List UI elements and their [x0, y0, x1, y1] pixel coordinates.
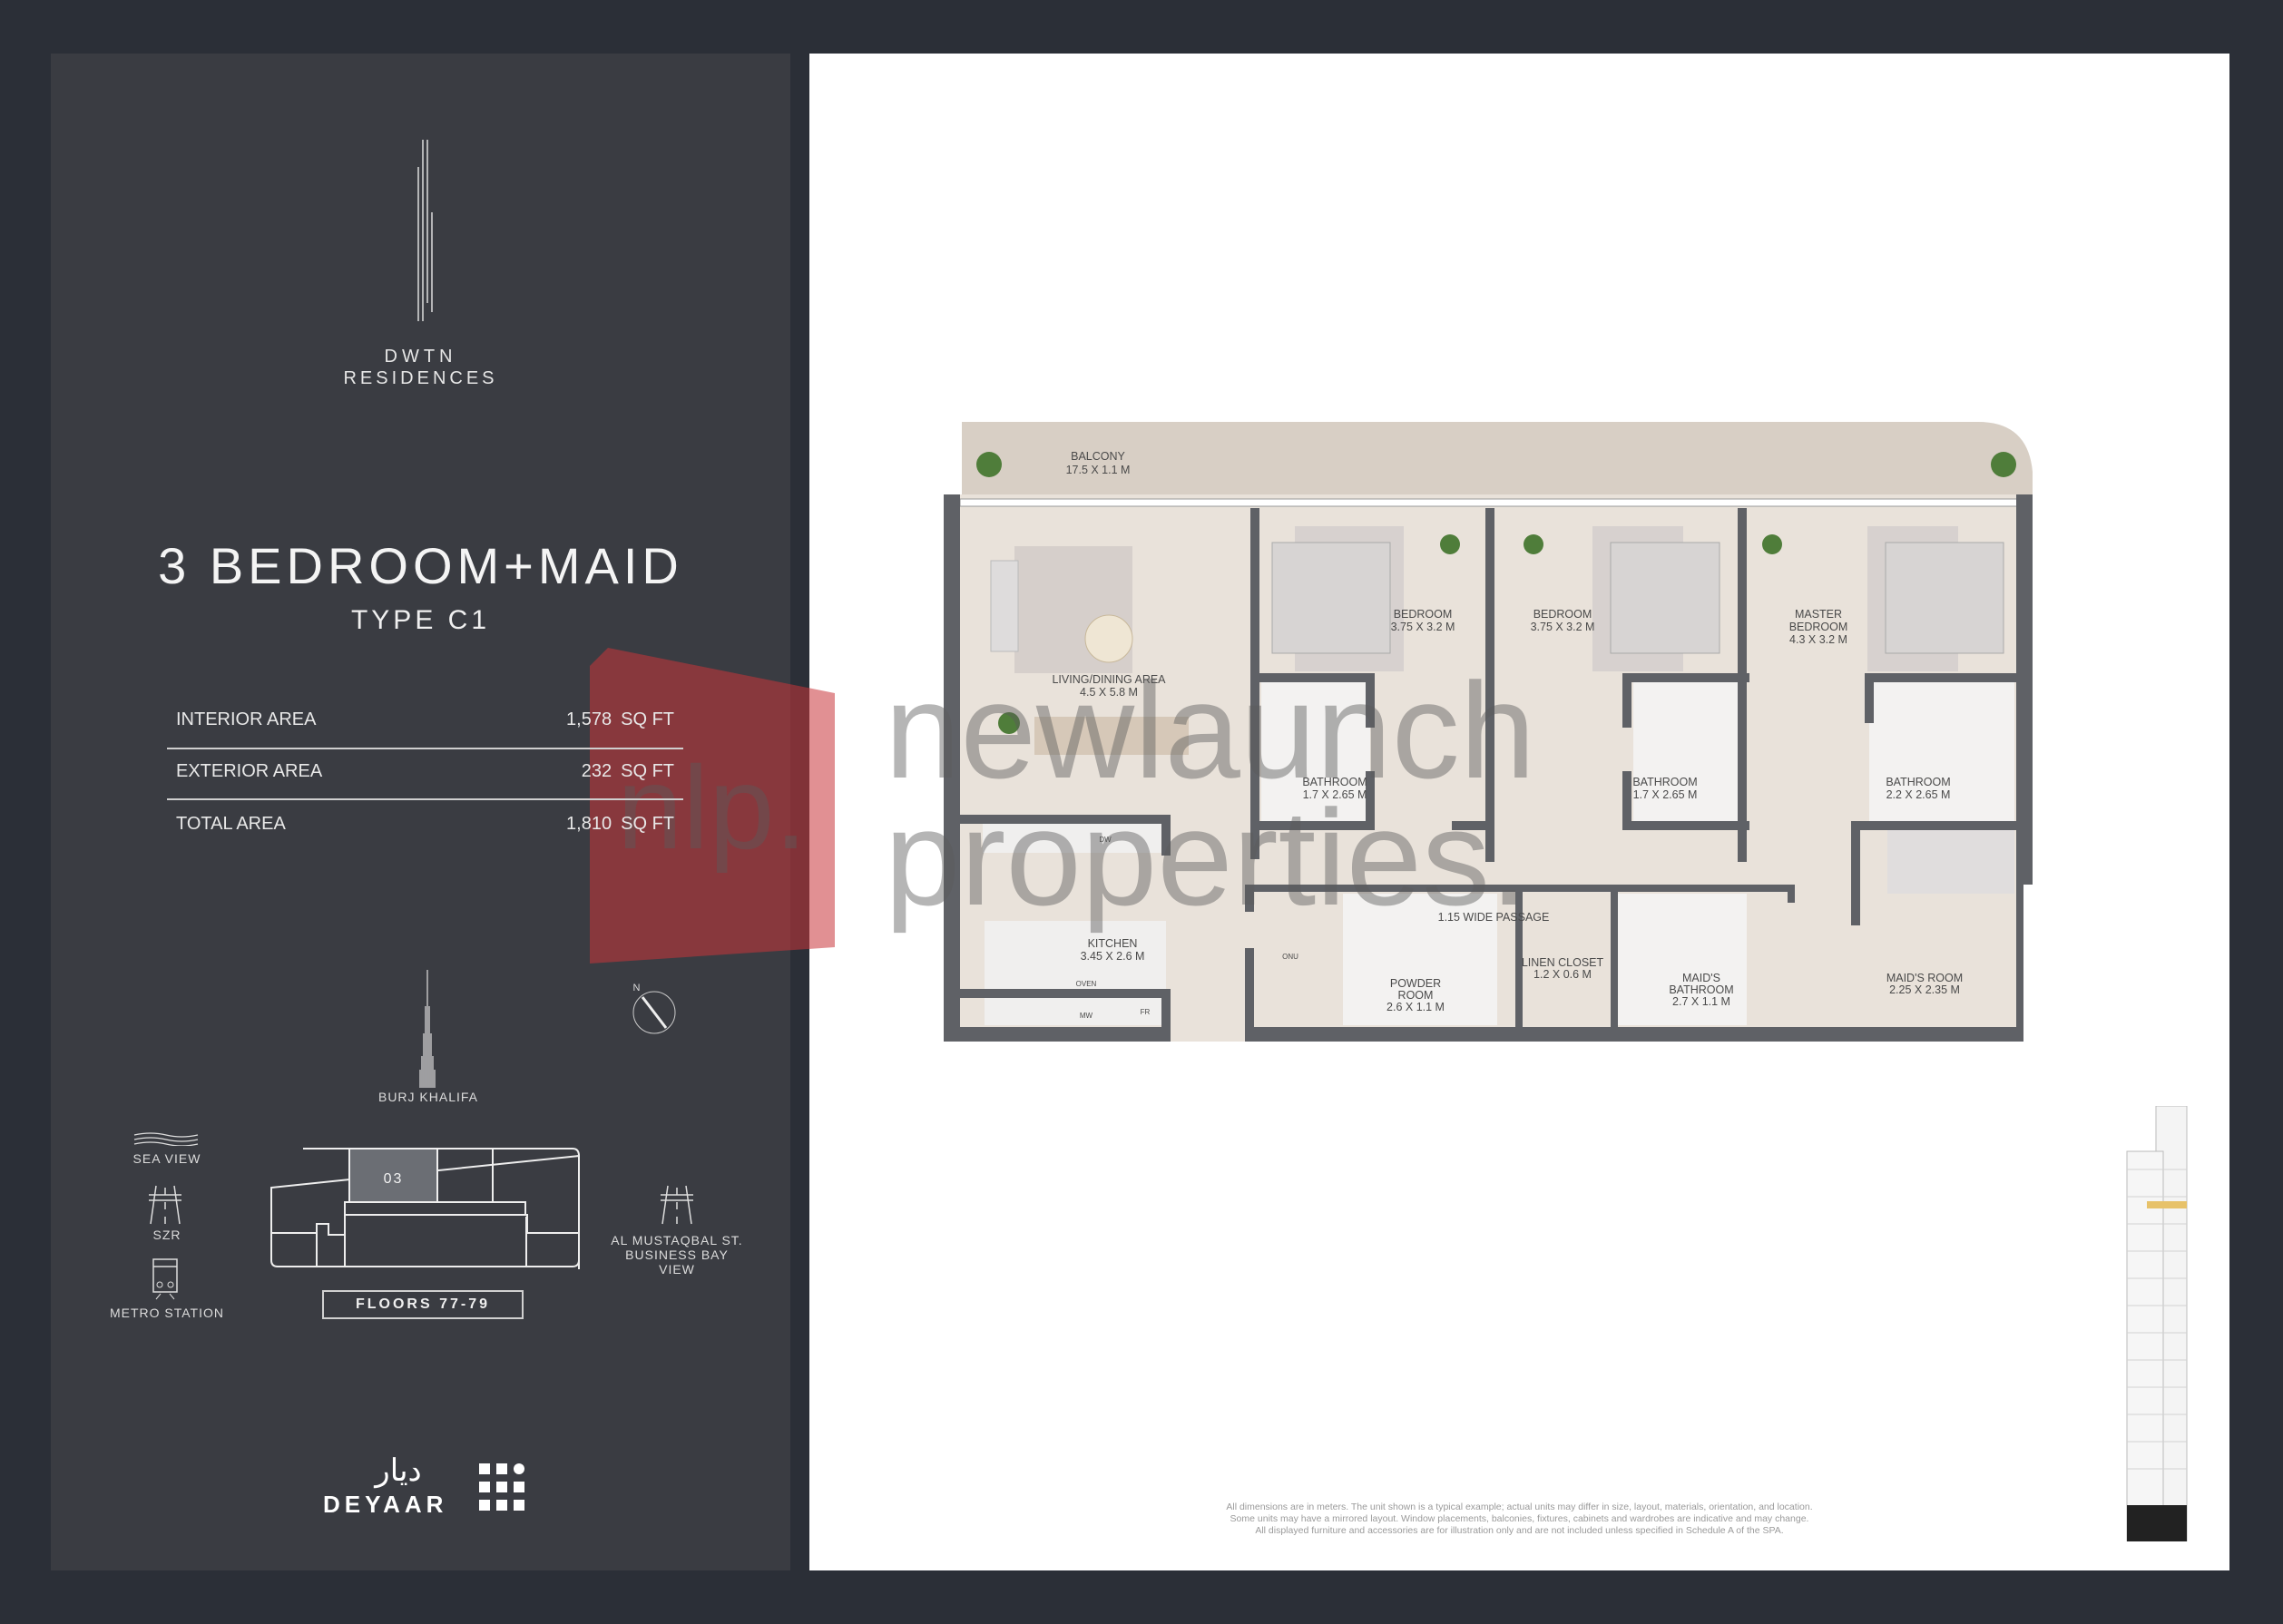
disclaimer: All dimensions are in meters. The unit s… [809, 1502, 2229, 1537]
room-name: MAID'S ROOM [1886, 972, 1963, 984]
passage-label: 1.15 WIDE PASSAGE [1438, 911, 1550, 924]
compass-north-label: N [632, 983, 642, 993]
deyaar-logo-icon [479, 1463, 524, 1511]
room-name: ROOM [1398, 989, 1434, 1002]
right-view-label: AL MUSTAQBAL ST. BUSINESS BAY VIEW [577, 1233, 777, 1277]
walls [944, 494, 2033, 1042]
disclaimer-line: All dimensions are in meters. The unit s… [1226, 1502, 1813, 1512]
room-name: POWDER [1390, 977, 1441, 990]
right-view-line: AL MUSTAQBAL ST. [611, 1233, 743, 1247]
area-value: 232 [581, 760, 612, 781]
metro-station-icon [152, 1258, 178, 1300]
right-view-line: BUSINESS BAY [625, 1247, 729, 1262]
watermark-logo-shape [590, 648, 835, 964]
appliance-label: ONU [1282, 953, 1298, 961]
floorplan-sheet: BALCONY 17.5 X 1.1 M LIVING/DINING AREA … [809, 54, 2229, 1570]
room-dims: 4.5 X 5.8 M [1080, 686, 1138, 699]
sea-view-icon [133, 1132, 199, 1146]
key-plan-unit-highlight [349, 1150, 437, 1201]
floors-label: FLOORS 77-79 [322, 1290, 524, 1319]
room-dims: 4.3 X 3.2 M [1789, 633, 1847, 646]
room-dims: 1.2 X 0.6 M [1533, 968, 1592, 981]
balcony-floor [962, 422, 2033, 494]
info-panel: DWTN RESIDENCES 3 BEDROOM+MAID TYPE C1 I… [51, 54, 790, 1570]
room-dims: 17.5 X 1.1 M [1066, 464, 1131, 476]
building-elevation-image [2126, 1106, 2188, 1541]
room-dims: 2.2 X 2.65 M [1886, 788, 1951, 801]
area-unit: SQ FT [621, 760, 674, 781]
area-label: TOTAL AREA [176, 813, 286, 834]
brand-name-line1: DWTN [384, 347, 457, 367]
deyaar-logo-arabic: ديار [375, 1453, 422, 1488]
highway-icon [661, 1185, 693, 1225]
appliance-label: MW [1080, 1012, 1093, 1020]
appliance-label: DW [1099, 836, 1112, 844]
highway-icon [149, 1185, 181, 1225]
room-dims: 3.45 X 2.6 M [1081, 950, 1145, 963]
area-row-interior: INTERIOR AREA 1,578 SQ FT [167, 694, 683, 745]
area-unit: SQ FT [621, 709, 674, 729]
room-name: LIVING/DINING AREA [1052, 673, 1166, 686]
watermark-line1: newlaunch [885, 654, 1536, 807]
room-name: MASTER [1795, 608, 1842, 621]
selected-floors-highlight [2147, 1201, 2187, 1208]
room-name: BATHROOM [1632, 776, 1697, 788]
room-name: BATHROOM [1302, 776, 1367, 788]
room-name: LINEN CLOSET [1522, 956, 1604, 969]
area-unit: SQ FT [621, 813, 674, 834]
right-view-line: VIEW [659, 1262, 695, 1277]
burj-khalifa-icon [419, 970, 436, 1088]
room-name: BEDROOM [1533, 608, 1592, 621]
appliance-label: OVEN [1076, 980, 1097, 988]
sea-view-label: SEA VIEW [132, 1151, 201, 1166]
divider [167, 798, 683, 800]
area-value: 1,810 [566, 813, 612, 834]
area-label: EXTERIOR AREA [176, 760, 323, 781]
room-dims: 1.7 X 2.65 M [1633, 788, 1698, 801]
room-dims: 1.7 X 2.65 M [1303, 788, 1367, 801]
room-dims: 2.6 X 1.1 M [1386, 1001, 1445, 1013]
room-dims: 2.25 X 2.35 M [1889, 983, 1960, 996]
room-name: BATHROOM [1669, 983, 1733, 996]
deyaar-logo-text: DEYAAR [323, 1491, 448, 1518]
burj-khalifa-label: BURJ KHALIFA [377, 1090, 479, 1104]
floor-plan: BALCONY 17.5 X 1.1 M LIVING/DINING AREA … [944, 422, 2033, 1042]
brand-name-line2: RESIDENCES [343, 368, 498, 388]
room-dims: 2.7 X 1.1 M [1672, 995, 1730, 1008]
area-row-exterior: EXTERIOR AREA 232 SQ FT [167, 746, 683, 797]
room-name: BATHROOM [1886, 776, 1950, 788]
room-name: KITCHEN [1088, 937, 1138, 950]
compass-icon [632, 991, 676, 1034]
room-name: BALCONY [1071, 450, 1125, 463]
divider [167, 748, 683, 749]
room-name: BEDROOM [1789, 621, 1848, 633]
szr-label: SZR [152, 1228, 181, 1242]
disclaimer-line: Some units may have a mirrored layout. W… [1230, 1513, 1809, 1524]
appliance-label: FR [1141, 1008, 1151, 1016]
metro-station-label: METRO STATION [109, 1306, 225, 1320]
key-plan-unit-number: 03 [383, 1171, 404, 1187]
dwtn-logo-icon [417, 140, 433, 321]
disclaimer-line: All displayed furniture and accessories … [1255, 1525, 1784, 1536]
unit-type: TYPE C1 [350, 605, 491, 635]
room-name: MAID'S [1682, 972, 1720, 984]
plant-icons [976, 452, 2016, 734]
room-dims: 3.75 X 3.2 M [1531, 621, 1595, 633]
area-row-total: TOTAL AREA 1,810 SQ FT [167, 798, 683, 849]
area-value: 1,578 [566, 709, 612, 729]
key-plan [270, 1148, 580, 1269]
area-label: INTERIOR AREA [176, 709, 317, 729]
room-dims: 3.75 X 3.2 M [1391, 621, 1455, 633]
room-name: BEDROOM [1394, 608, 1453, 621]
watermark-line2: properties. [885, 781, 1528, 934]
unit-title: 3 BEDROOM+MAID [158, 537, 683, 594]
watermark-short: nlp. [617, 741, 808, 874]
